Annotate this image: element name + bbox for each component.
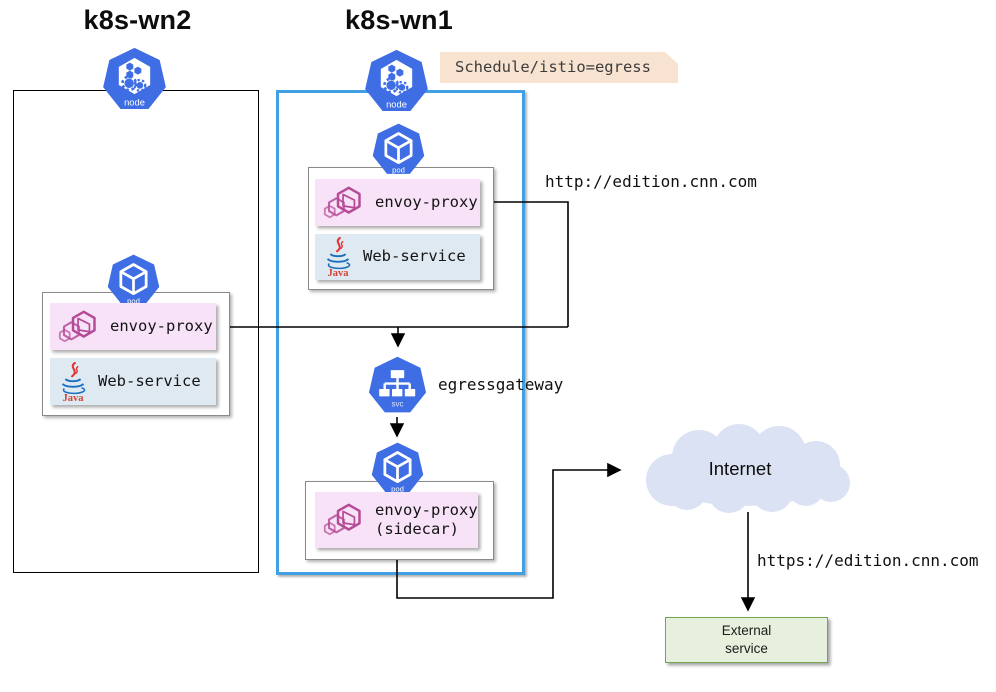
svg-text:svc: svc — [392, 400, 404, 409]
svc-icon-egressgateway: svc — [367, 355, 428, 417]
external-service-box: External service — [665, 617, 828, 663]
container-envoy-sidecar: envoy-proxy (sidecar) — [315, 492, 478, 548]
container-label: envoy-proxy (sidecar) — [375, 500, 478, 538]
node-icon-wn1: node — [363, 48, 430, 116]
external-service-line1: External — [721, 622, 772, 638]
node-title-wn1: k8s-wn1 — [345, 5, 453, 35]
http-url-label: http://edition.cnn.com — [545, 172, 757, 191]
svg-text:node: node — [124, 97, 145, 107]
envoy-icon — [323, 184, 365, 222]
java-icon: Java — [323, 236, 353, 278]
node-icon-wn2: node — [101, 46, 168, 114]
container-label: envoy-proxy — [375, 192, 478, 211]
container-label: envoy-proxy — [110, 316, 213, 335]
envoy-icon — [323, 501, 365, 539]
container-web-wn2: Java Web-service — [50, 358, 216, 405]
internet-cloud — [624, 424, 866, 516]
container-label: Web-service — [363, 247, 466, 266]
svg-text:Java: Java — [63, 393, 85, 403]
svg-text:Java: Java — [328, 268, 350, 278]
svg-text:pod: pod — [391, 485, 404, 494]
pod-icon-wn1-app: pod — [371, 122, 426, 178]
node-title-wn2: k8s-wn2 — [83, 5, 192, 35]
container-label: Web-service — [98, 371, 201, 390]
internet-label: Internet — [708, 458, 772, 479]
external-service-line2: service — [725, 641, 768, 656]
java-icon: Java — [58, 361, 88, 403]
svg-text:pod: pod — [392, 166, 405, 175]
envoy-icon — [58, 308, 100, 346]
container-envoy-wn2: envoy-proxy — [50, 303, 216, 350]
svg-text:pod: pod — [127, 297, 140, 306]
container-web-wn1: Java Web-service — [315, 234, 480, 280]
svg-text:node: node — [386, 99, 407, 109]
container-envoy-wn1: envoy-proxy — [315, 179, 480, 226]
https-url-label: https://edition.cnn.com — [757, 551, 979, 570]
pod-icon-egress: pod — [370, 441, 425, 497]
schedule-annotation: Schedule/istio=egress — [440, 52, 678, 83]
egressgateway-label: egressgateway — [438, 375, 564, 394]
pod-icon-wn2-app: pod — [106, 253, 161, 309]
